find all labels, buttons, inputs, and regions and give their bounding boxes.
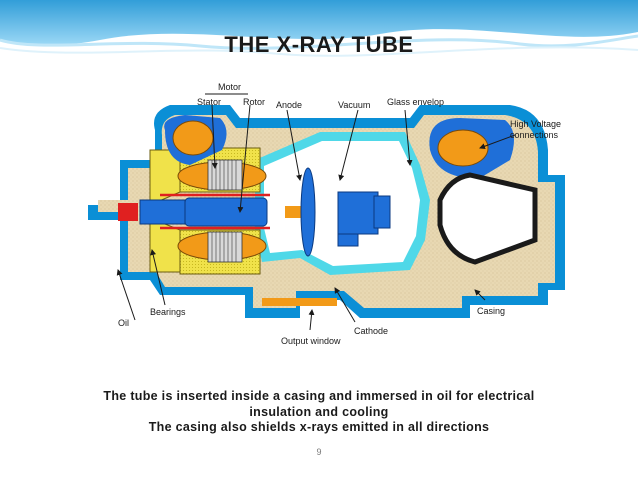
header-wave-banner <box>0 0 638 57</box>
label-anode: Anode <box>276 100 303 110</box>
label-vacuum: Vacuum <box>338 100 371 110</box>
page-number: 9 <box>316 447 322 457</box>
label-high-voltage: High Voltage connections <box>510 119 562 140</box>
caption-line-1: The tube is inserted inside a casing and… <box>103 389 535 403</box>
hv-connector <box>437 172 538 265</box>
bearing-housing <box>139 199 186 225</box>
caption-line-2: insulation and cooling <box>249 405 389 419</box>
rotor <box>184 197 268 227</box>
anode-disk <box>300 167 316 257</box>
label-stator: Stator <box>197 97 222 107</box>
bearing-red <box>118 203 138 221</box>
label-cathode: Cathode <box>354 326 389 336</box>
label-rotor: Rotor <box>243 97 266 107</box>
label-casing: Casing <box>477 306 506 316</box>
label-glass-envelop: Glass envelop <box>387 97 445 107</box>
cathode <box>337 191 379 235</box>
caption-line-3: The casing also shields x-rays emitted i… <box>148 420 490 434</box>
label-bearings: Bearings <box>150 307 186 317</box>
output-window-part <box>262 298 337 306</box>
label-output-window: Output window <box>281 336 341 346</box>
slide-title: THE X-RAY TUBE <box>224 32 414 57</box>
label-motor: Motor <box>218 82 242 92</box>
label-oil: Oil <box>118 318 129 328</box>
